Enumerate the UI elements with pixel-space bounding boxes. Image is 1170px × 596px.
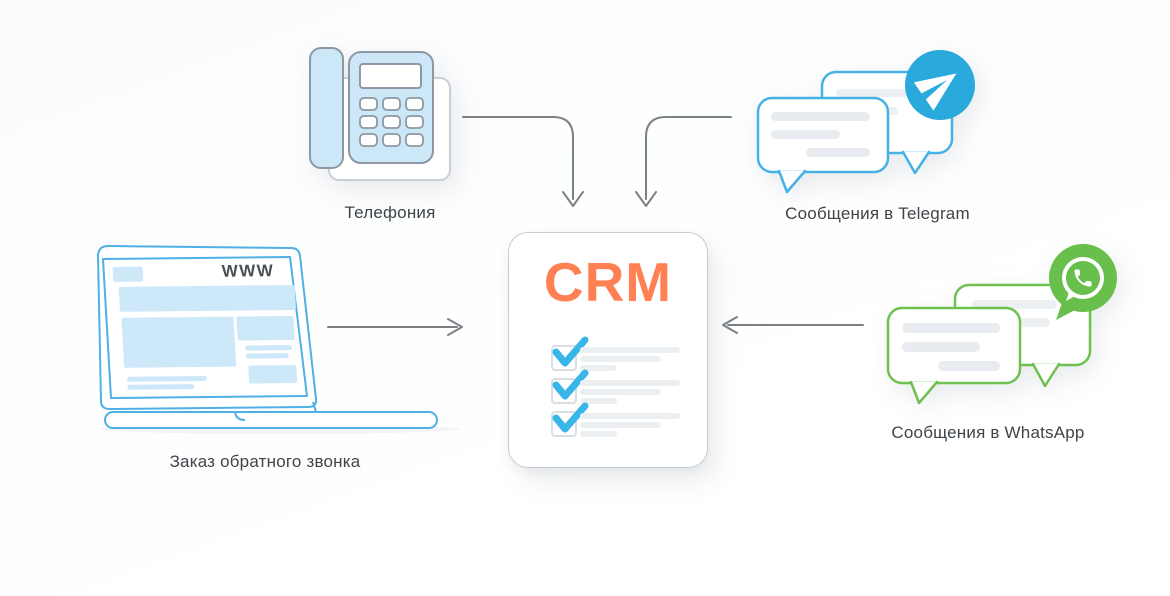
crm-card: CRM bbox=[508, 232, 708, 468]
telegram-chat-bubbles-icon bbox=[756, 50, 975, 194]
checkbox-checked-icon bbox=[551, 402, 589, 437]
paper-plane-icon bbox=[913, 73, 957, 111]
arrow-whatsapp-to-crm bbox=[722, 316, 864, 334]
telephony-label: Телефония bbox=[344, 203, 436, 222]
arrow-telephony-to-crm bbox=[462, 116, 584, 207]
checkbox-checked-icon bbox=[551, 369, 589, 404]
checklist-placeholder-lines bbox=[580, 347, 680, 371]
callback-label: Заказ обратного звонка bbox=[169, 452, 361, 471]
telegram-node bbox=[745, 40, 985, 200]
checklist-placeholder-lines bbox=[580, 413, 680, 437]
desk-phone-icon bbox=[309, 47, 451, 181]
laptop-website-icon: WWW bbox=[97, 245, 460, 434]
phone-handset-icon bbox=[1074, 269, 1092, 287]
whatsapp-node bbox=[875, 240, 1125, 410]
checklist-placeholder-lines bbox=[580, 380, 680, 404]
arrow-telegram-to-crm bbox=[635, 116, 732, 207]
callback-node: WWW bbox=[70, 235, 460, 435]
checkbox-checked-icon bbox=[551, 336, 589, 371]
whatsapp-badge bbox=[1049, 244, 1117, 320]
crm-title: CRM bbox=[543, 251, 673, 313]
telegram-badge bbox=[905, 50, 975, 120]
whatsapp-chat-bubbles-icon bbox=[886, 244, 1117, 405]
laptop-screen-text: WWW bbox=[221, 261, 275, 281]
telegram-label: Сообщения в Telegram bbox=[785, 204, 970, 223]
whatsapp-label: Сообщения в WhatsApp bbox=[891, 423, 1085, 442]
telephony-node bbox=[300, 40, 470, 190]
